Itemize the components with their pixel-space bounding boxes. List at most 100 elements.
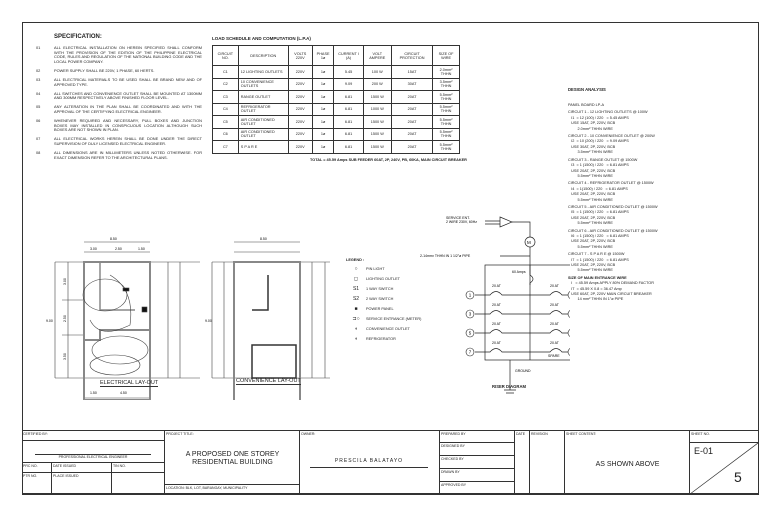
riser-service-label: SERVICE ENT.: [446, 216, 470, 220]
analysis-line: SIZE OF MAIN ENTRANCE WIRE: [568, 275, 627, 280]
dim-b: 2.50: [115, 247, 122, 251]
spec-text: POWER SUPPLY SHALL BE 220V, 1 PHASE, 60 …: [54, 67, 155, 73]
table-cell: 30AT: [390, 77, 434, 91]
spec-number: 02: [36, 67, 41, 73]
table-cell: 9.09: [333, 77, 364, 91]
table-cell: 1ø: [311, 127, 335, 141]
blank-cell: [112, 473, 165, 495]
designed-by-label: DESIGNED BY: [440, 443, 515, 456]
analysis-line: CIRCUIT 5 - AIR CONDITIONED OUTLET @ 150…: [568, 204, 658, 209]
dim-total-2: 8.50: [260, 237, 267, 241]
place-issued-label: PLACE ISSUED: [52, 473, 112, 495]
analysis-line: 5.5mm² THHN WIRE: [568, 173, 613, 178]
analysis-line: I1 = 12 (100) / 220 = 5.45 AMPS: [568, 115, 629, 120]
engineer-cell: PROFESSIONAL ELECTRICAL ENGINEER: [22, 441, 165, 463]
analysis-line: CIRCUIT 2 - 10 CONVENIENCE OUTLET @ 200W: [568, 134, 655, 139]
spec-number: 01: [36, 45, 41, 50]
legend-item: ⊐○SERVICE ENTRANCE (METER): [346, 314, 421, 324]
table-cell: 10 CONVENIENCE OUTLETS: [237, 77, 289, 91]
analysis-line: IT = 45.59 X 0.8 = 36.47 Amp: [568, 286, 622, 291]
legend: LEGEND : ○ PIN LIGHT ◻ LIGHTING OUTLET S1 1 W…: [346, 258, 421, 344]
dim-s2: 2.50: [63, 315, 67, 322]
analysis-line: 2.0mm² THHN WIRE: [568, 126, 613, 131]
circuit-marker: [567, 329, 570, 337]
table-cell: 3.5mm² THHN: [432, 77, 460, 91]
pin-light-icon: ○: [354, 266, 358, 272]
owner-name: PRESCILA BALATAYO: [310, 458, 428, 468]
legend-item: ■POWER PANEL: [346, 304, 421, 314]
breaker-rating: 20 AT: [492, 303, 502, 307]
spec-text: ALL ELECTRICAL WORKS HEREIN SHALL BE DON…: [54, 136, 202, 146]
ptr-label: PTR NO.: [22, 473, 52, 495]
location-value: BLK, LOT, BARANGAY, MUNICIPALITY: [185, 486, 248, 490]
table-cell: C7: [212, 140, 239, 154]
legend-label: 1 WAY SWITCH: [366, 287, 394, 291]
floor-plans: 8.50 3.00 2.50 1.50 9.00 3.00 2.50 3.50 …: [46, 237, 330, 400]
circuit-marker: [567, 348, 570, 356]
analysis-line: 5.5mm² THHN WIRE: [568, 221, 613, 226]
breaker-rating: 20 AT: [550, 284, 560, 288]
sheet-content-cell: SHEET CONTENT: AS SHOWN ABOVE: [565, 431, 690, 495]
electrical-plan: [54, 241, 200, 400]
analysis-line: I7 = 1 (1500) / 220 = 6.81 AMPS: [568, 257, 629, 262]
analysis-line: USE 20AT, 2P, 220V, BCB: [568, 215, 616, 220]
table-cell: 100 W: [362, 65, 392, 79]
column-header: CIRCUIT NO.: [212, 45, 239, 66]
convenience-outlet-icon: ◖: [354, 326, 358, 332]
load-total: TOTAL = 45.59 Amps SUB FEEDER 60AT, 2P, …: [310, 157, 467, 162]
column-header: VOLT AMPERE: [362, 45, 392, 66]
table-cell: 15AT: [390, 65, 434, 79]
table-cell: 1000 W: [362, 102, 392, 116]
two-way-switch-icon: S2: [352, 296, 360, 302]
table-cell: 12 LIGHTING OUTLETS: [237, 65, 289, 79]
table-cell: 6.81: [333, 115, 364, 129]
lighting-outlet-icon: ◻: [353, 276, 359, 282]
riser-service-spec: 2 WIRE 230V, 60Hz: [446, 220, 477, 224]
analysis-line: USE 15AT, 2P, 220V, BCB: [568, 121, 616, 126]
spec-number: 07: [36, 136, 41, 142]
project-title-label: PROJECT TITLE:: [166, 432, 194, 436]
spec-number: 06: [36, 118, 41, 124]
analysis-line: USE 20AT, 2P, 220V, BCB: [568, 239, 616, 244]
breaker-rating: 20 AT: [550, 303, 560, 307]
circuit-marker: [465, 309, 475, 319]
table-cell: 1500 W: [362, 115, 392, 129]
circuit-marker: [465, 328, 475, 338]
legend-label: LIGHTING OUTLET: [366, 277, 400, 281]
drawn-by-label: DRAWN BY: [440, 469, 515, 482]
analysis-line: 5.5mm² THHN WIRE: [568, 197, 613, 202]
analysis-line: 5.5mm² THHN WIRE: [568, 244, 613, 249]
circuit-number: 5: [469, 331, 472, 336]
legend-label: PIN LIGHT: [366, 267, 385, 271]
analysis-line: USE 20AT, 2P, 220V, BCB: [568, 168, 616, 173]
table-cell: 220V: [287, 115, 313, 129]
analysis-line: CIRCUIT 6 - AIR CONDITIONED OUTLET @ 150…: [568, 228, 658, 233]
table-cell: AIR CONDITIONED OUTLET: [237, 115, 289, 129]
spec-number: 08: [36, 150, 41, 155]
legend-label: POWER PANEL: [366, 307, 394, 311]
column-header: CIRCUIT PROTECTION: [390, 45, 434, 66]
breaker-rating: 20 AT: [492, 341, 502, 345]
table-cell: 20AT: [390, 140, 434, 154]
sheet-no-label: SHEET NO.: [690, 431, 759, 443]
legend-title: LEGEND :: [346, 258, 365, 262]
title-block: CERTIFIED BY: PROFESSIONAL ELECTRICAL EN…: [22, 430, 759, 495]
one-way-switch-icon: S1: [352, 286, 360, 292]
analysis-line: CIRCUIT 7 - S P A R E @ 1500W: [568, 252, 625, 257]
engineer-label: PROFESSIONAL ELECTRICAL ENGINEER: [35, 454, 151, 459]
table-cell: REFRIGERATOR OUTLET: [237, 102, 289, 116]
location-label: LOCATION:: [166, 486, 185, 490]
table-cell: RANGE OUTLET: [237, 90, 289, 104]
analysis-line: I2 = 10 (200) / 220 = 9.09 AMPS: [568, 139, 629, 144]
circuit-number: 1: [469, 293, 472, 298]
breaker-rating: 20 AT: [550, 322, 560, 326]
breaker-rating: 20 AT: [492, 284, 502, 288]
load-schedule: LOAD SCHEDULE AND COMPUTATION (L.P.A) CI…: [212, 36, 467, 162]
dim-side-2: 9.00: [205, 319, 212, 323]
table-cell: 1ø: [311, 77, 335, 91]
revision-label: REVISION: [530, 431, 565, 495]
